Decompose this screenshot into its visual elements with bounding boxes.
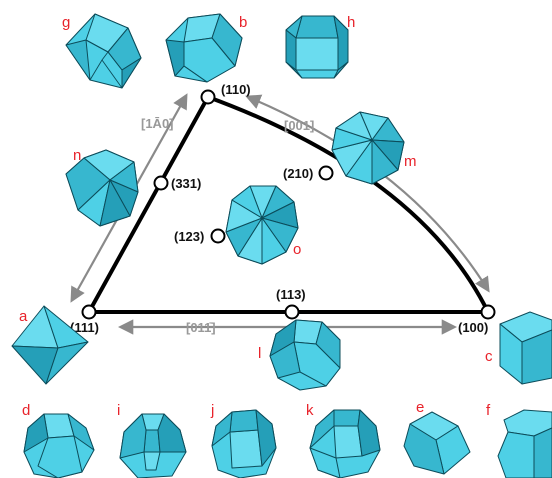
crystal-letter-n: n bbox=[73, 147, 81, 164]
crystal-b bbox=[165, 13, 243, 83]
crystal-letter-a: a bbox=[19, 308, 28, 325]
crystal-h bbox=[285, 15, 349, 79]
point-113-marker bbox=[284, 304, 300, 320]
crystal-k bbox=[309, 409, 381, 478]
point-210-marker bbox=[318, 165, 334, 181]
crystal-letter-h: h bbox=[347, 14, 355, 31]
crystal-j bbox=[211, 409, 277, 478]
label-100: (100) bbox=[458, 320, 488, 335]
vertex-110-marker bbox=[200, 89, 216, 105]
direction-label-1-1bar-0: [1Ā0] bbox=[141, 116, 174, 131]
crystal-letter-m: m bbox=[404, 153, 417, 170]
direction-label-01-1bar: [011̄] bbox=[186, 320, 216, 335]
crystal-letter-o: o bbox=[293, 241, 301, 258]
crystal-letter-e: e bbox=[416, 399, 424, 416]
vertex-111-marker bbox=[81, 304, 97, 320]
label-331: (331) bbox=[171, 176, 201, 191]
arrow-001 bbox=[245, 94, 490, 293]
label-123: (123) bbox=[174, 229, 204, 244]
stereographic-triangle bbox=[87, 95, 490, 314]
crystal-m bbox=[331, 111, 405, 185]
crystal-letter-b: b bbox=[239, 14, 247, 31]
label-210: (210) bbox=[283, 166, 313, 181]
crystal-letter-c: c bbox=[485, 348, 493, 365]
point-331-marker bbox=[153, 175, 169, 191]
crystal-a bbox=[11, 305, 89, 385]
crystal-letter-l: l bbox=[258, 345, 261, 362]
crystal-letter-g: g bbox=[62, 14, 70, 31]
direction-label-001: [001] bbox=[284, 118, 314, 133]
crystal-f bbox=[497, 409, 552, 478]
label-113: (113) bbox=[276, 287, 306, 302]
vertex-100-marker bbox=[480, 304, 496, 320]
label-110: (110) bbox=[221, 82, 251, 97]
crystal-letter-f: f bbox=[486, 402, 491, 419]
label-111: (111) bbox=[70, 320, 99, 335]
point-123-marker bbox=[210, 228, 226, 244]
crystal-letter-j: j bbox=[210, 402, 214, 419]
crystal-n bbox=[65, 149, 139, 227]
crystal-o bbox=[225, 185, 299, 265]
crystal-g bbox=[65, 13, 142, 89]
crystal-letter-k: k bbox=[306, 402, 314, 419]
crystal-letter-d: d bbox=[22, 402, 30, 419]
crystal-e bbox=[403, 411, 471, 475]
crystal-c bbox=[499, 311, 552, 385]
crystal-d bbox=[23, 413, 95, 478]
crystal-i bbox=[119, 413, 187, 478]
crystal-l bbox=[269, 319, 341, 391]
crystal-letter-i: i bbox=[117, 402, 120, 419]
